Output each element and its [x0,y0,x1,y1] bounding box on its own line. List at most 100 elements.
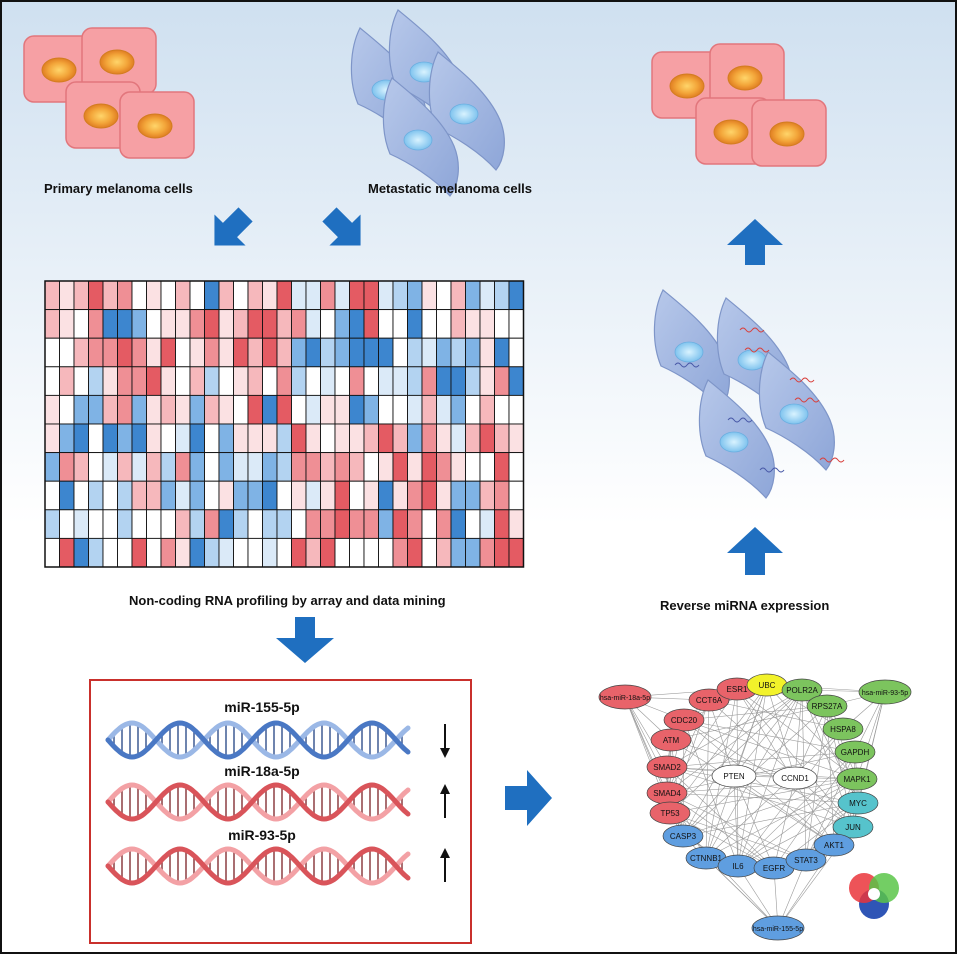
heatmap-cell [291,309,307,339]
network-node: HSPA8 [822,717,864,741]
heatmap-cell [334,394,350,425]
network-edge [683,719,739,867]
network-node: AKT1 [813,833,855,857]
heatmap-cell [247,509,263,539]
network-node: MYC [837,791,879,815]
heatmap-cell [349,280,365,311]
heatmap-cell [44,423,60,454]
network-edge [682,802,859,837]
network-edge [666,766,854,828]
arrow-mirna-to-network [505,770,552,826]
network-edge [794,705,828,779]
heatmap-cell [378,337,394,368]
network-edge [737,751,856,867]
heatmap-cell [465,280,481,311]
network-node: CCND1 [772,766,818,790]
network-edge [666,689,803,768]
heatmap-cell [73,537,89,568]
network-node: STAT3 [785,848,827,872]
network-node-label: JUN [845,823,861,832]
heatmap-cell [407,309,423,339]
heatmap-cell [276,480,292,511]
network-node: CASP3 [662,824,704,848]
heatmap-cell [262,537,278,568]
up-arrow-icon [440,848,450,882]
heatmap-cell [102,509,118,539]
heatmap-cell [334,537,350,568]
heatmap-cell [305,480,321,511]
network-edge [733,775,775,869]
network-edge [733,775,835,846]
network-node-label: ATM [663,736,680,745]
mirna-name: miR-155-5p [224,699,299,715]
network-edge [708,699,854,828]
heatmap-cell [73,366,89,396]
heatmap-cell [59,537,75,568]
heatmap-cell [421,280,437,311]
network-node-label: RPS27A [812,702,843,711]
heatmap-cell [508,537,524,568]
heatmap-cell [233,280,249,311]
heatmap-cell [494,337,510,368]
heatmap-cell [363,366,379,396]
heatmap-cell [233,366,249,396]
heatmap-cell [160,280,176,311]
heatmap-cell [146,423,162,454]
heatmap-cell [421,394,437,425]
heatmap-cell [349,452,365,482]
network-edge [705,728,844,859]
heatmap-cell [378,509,394,539]
network-edge [682,705,828,837]
network-edge [766,684,858,780]
heatmap-cell [291,480,307,511]
heatmap-cell [320,423,336,454]
network-edge [733,689,803,777]
network-node-label: MYC [849,799,867,808]
heatmap-cell [421,337,437,368]
network-node: UBC [746,673,788,697]
heatmap-cell [189,509,205,539]
heatmap-cell [102,337,118,368]
heatmap-cell [276,366,292,396]
network-edge [705,857,779,929]
heatmap-cell [44,480,60,511]
heatmap-cell [320,280,336,311]
heatmap-cell [363,280,379,311]
heatmap-cell [175,509,191,539]
heatmap-cell [349,394,365,425]
heatmap-cell [73,394,89,425]
heatmap-cell [363,309,379,339]
heatmap-cell [189,480,205,511]
heatmap-cell [305,423,321,454]
heatmap-cell [508,423,524,454]
heatmap-cell [88,537,104,568]
heatmap-cell [465,509,481,539]
heatmap-cell [160,509,176,539]
heatmap-cell [349,309,365,339]
heatmap-cell [465,394,481,425]
heatmap-cell [189,280,205,311]
heatmap-cell [59,309,75,339]
heatmap-cell [204,394,220,425]
heatmap-cell [218,509,234,539]
heatmap-cell [131,537,147,568]
heatmap-cell [436,537,452,568]
heatmap-cell [378,366,394,396]
heatmap-cell [102,452,118,482]
heatmap-cell [189,337,205,368]
heatmap-cell [450,337,466,368]
network-edge [669,812,775,869]
heatmap-cell [262,337,278,368]
heatmap-cell [262,366,278,396]
heatmap-cell [378,537,394,568]
heatmap-cell [407,537,423,568]
heatmap-cell [407,452,423,482]
network-node: JUN [832,815,874,839]
heatmap-cell [59,423,75,454]
heatmap-cell [465,480,481,511]
heatmap-cell [450,366,466,396]
heatmap-cell [479,509,495,539]
heatmap-cell [421,452,437,482]
